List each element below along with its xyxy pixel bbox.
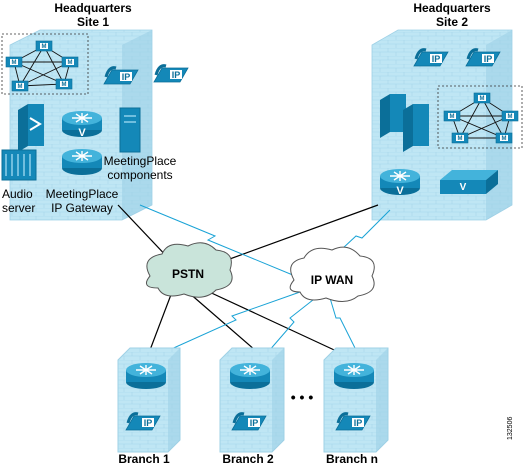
m-text: M [450, 114, 455, 120]
ip-text: IP [484, 54, 493, 64]
mp-components-label-2: components [107, 168, 172, 182]
branch-routers [125, 362, 375, 390]
branchn-label: Branch n [326, 452, 378, 465]
m-text: M [68, 60, 73, 66]
audio-server-label-2: server [2, 201, 35, 215]
link-pstn-branchn [204, 289, 346, 356]
pstn-label: PSTN [172, 267, 204, 281]
v-text: V [396, 185, 404, 197]
ip-text: IP [432, 54, 441, 64]
ip-text: IP [122, 72, 131, 82]
hq2-voice-switch-icon [440, 170, 498, 194]
hq2-mesh-cluster [437, 85, 523, 149]
hq1-switch-icon [18, 104, 44, 152]
hq1-title: Headquarters [54, 1, 132, 15]
hq1-mesh-cluster [1, 33, 89, 95]
link-hq2-pstn [204, 204, 379, 269]
branch-ellipsis: • • • [291, 389, 314, 405]
branch2-label: Branch 2 [222, 452, 274, 465]
ipwan-link-hq1 [139, 204, 301, 279]
link-pstn-branch2 [187, 291, 256, 351]
pstn-cloud [145, 242, 233, 298]
v-text: V [78, 127, 86, 139]
ipwan-cloud [289, 246, 375, 302]
m-text: M [62, 82, 67, 88]
ip-text: IP [144, 418, 153, 428]
ipwan-link-branch2 [267, 295, 319, 353]
ipwan-label: IP WAN [311, 273, 353, 287]
ipwan-link-branchn [329, 297, 357, 351]
m-text: M [502, 136, 507, 142]
hq2-subtitle: Site 2 [436, 15, 468, 29]
v-text: V [460, 182, 467, 193]
mp-gateway-label-2: IP Gateway [51, 201, 113, 215]
audio-server-label: Audio [2, 187, 33, 201]
m-text: M [42, 44, 47, 50]
m-text: M [508, 114, 513, 120]
hq2-title: Headquarters [413, 1, 491, 15]
link-pstn-branch1 [149, 291, 173, 351]
m-text: M [480, 96, 485, 102]
audio-server-icon [1, 149, 37, 181]
mp-components-label: MeetingPlace [104, 154, 177, 168]
mp-gateway-icon [61, 148, 103, 176]
mp-gateway-label: MeetingPlace [46, 187, 119, 201]
ipwan-link-branch1 [157, 291, 301, 356]
branch1-label: Branch 1 [118, 452, 170, 465]
hq1-subtitle: Site 1 [77, 15, 109, 29]
hq2-switch-icons [380, 94, 429, 152]
ip-text: IP [250, 418, 259, 428]
wan-links [117, 204, 379, 356]
ip-text: IP [172, 70, 181, 80]
m-text: M [12, 60, 17, 66]
figure-id: 132506 [507, 417, 514, 440]
m-text: M [18, 84, 23, 90]
m-text: M [458, 136, 463, 142]
hq1-server-tower-icon [119, 107, 141, 153]
ip-text: IP [354, 418, 363, 428]
